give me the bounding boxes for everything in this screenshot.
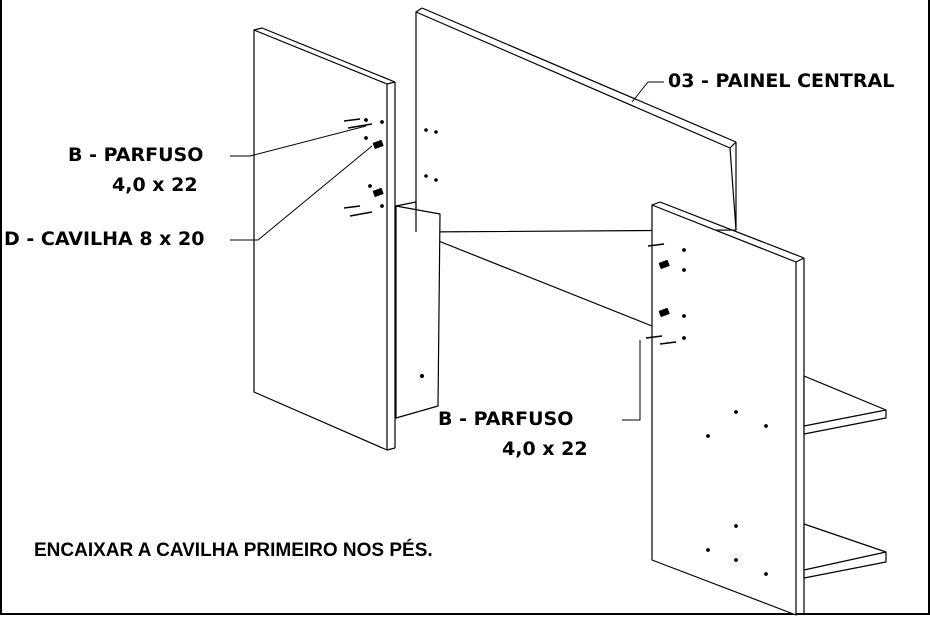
callout-parafuso-right-line2: 4,0 x 22 <box>502 438 588 460</box>
callout-parafuso-right-line1: B - PARFUSO <box>438 408 574 430</box>
leader-cavilha <box>230 145 373 241</box>
callout-parafuso-left-line2: 4,0 x 22 <box>112 174 198 196</box>
panel-bottom-edge <box>415 231 653 327</box>
left-hardware <box>343 118 384 217</box>
left-foot-block <box>395 201 441 419</box>
left-side-panel <box>253 27 396 451</box>
leader-lines <box>230 81 664 421</box>
central-panel <box>415 7 737 233</box>
callout-painel-central: 03 - PAINEL CENTRAL <box>668 70 895 92</box>
right-hardware <box>645 243 677 345</box>
leader-painel-central <box>631 81 664 103</box>
right-shelves <box>803 375 887 579</box>
leader-parafuso-right <box>622 340 641 421</box>
callout-cavilha-left: D - CAVILHA 8 x 20 <box>4 228 205 250</box>
assembly-instruction-note: ENCAIXAR A CAVILHA PRIMEIRO NOS PÉS. <box>34 540 433 561</box>
callout-parafuso-left-line1: B - PARFUSO <box>68 144 204 166</box>
leader-parafuso-left <box>230 125 367 157</box>
right-side-panel <box>651 201 805 616</box>
